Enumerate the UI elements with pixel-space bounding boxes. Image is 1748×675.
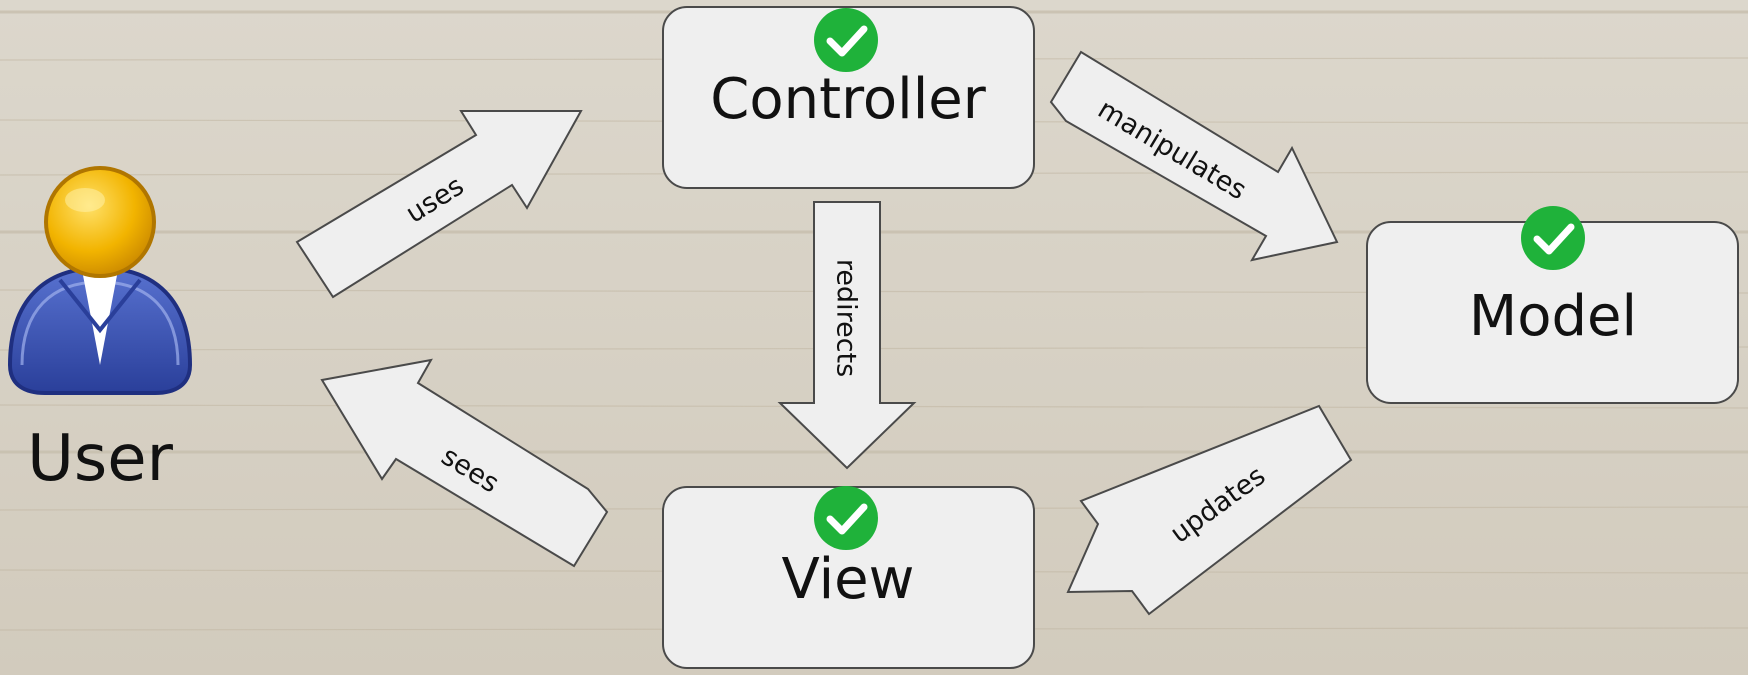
user-icon bbox=[7, 166, 193, 395]
arrow-sees-shape bbox=[320, 358, 609, 568]
arrow-sees: sees bbox=[320, 358, 609, 568]
user-node: User bbox=[7, 166, 193, 496]
arrow-updates-shape bbox=[1066, 404, 1353, 616]
check-icon bbox=[814, 8, 878, 72]
controller-node: Controller bbox=[662, 6, 1035, 189]
arrow-uses-shape bbox=[295, 110, 583, 299]
arrow-uses: uses bbox=[295, 110, 583, 299]
check-icon bbox=[1521, 206, 1585, 270]
arrow-redirects-shape bbox=[777, 201, 917, 470]
arrow-redirects-label: redirects bbox=[831, 259, 862, 377]
arrow-manipulates-shape bbox=[1049, 50, 1339, 262]
controller-box bbox=[662, 6, 1035, 189]
model-node: Model bbox=[1366, 206, 1739, 404]
arrow-updates: updates bbox=[1066, 404, 1353, 616]
arrow-redirects: redirects bbox=[777, 201, 917, 470]
arrow-manipulates: manipulates bbox=[1049, 50, 1339, 262]
view-label: View bbox=[782, 547, 915, 612]
view-node: View bbox=[662, 486, 1035, 669]
user-label: User bbox=[27, 422, 174, 496]
model-label: Model bbox=[1469, 284, 1637, 349]
controller-label: Controller bbox=[710, 67, 986, 132]
check-icon bbox=[814, 486, 878, 550]
